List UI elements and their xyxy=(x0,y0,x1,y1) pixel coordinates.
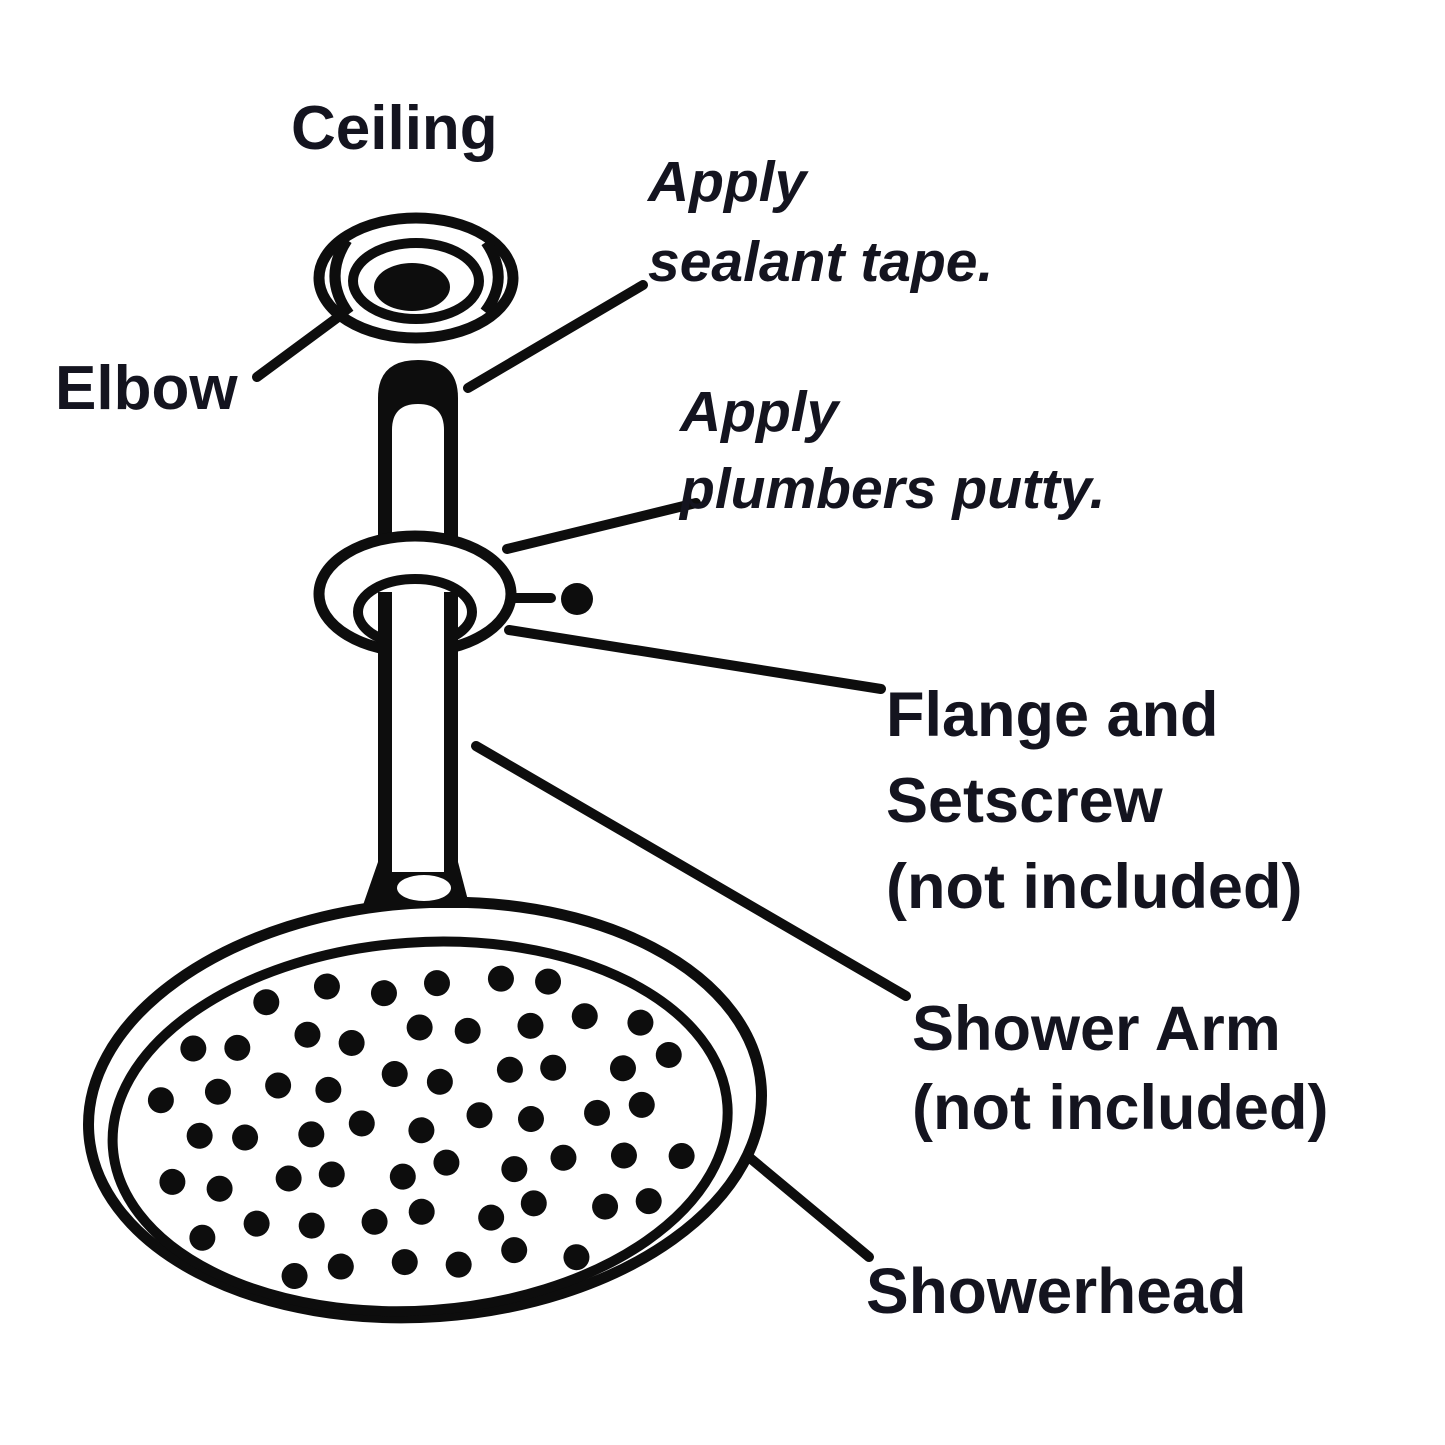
nozzle-dot xyxy=(406,1014,433,1041)
apply-plumbers-putty-line1: Apply xyxy=(680,380,839,444)
showerhead-drawing xyxy=(83,896,767,1324)
nozzle-dot xyxy=(232,1124,259,1151)
showerhead-label: Showerhead xyxy=(866,1255,1247,1327)
apply-sealant-tape-line1: Apply xyxy=(648,150,807,214)
arm-connector-drawing xyxy=(362,862,470,908)
nozzle-dot xyxy=(478,1204,505,1231)
nozzle-dot xyxy=(186,1122,213,1149)
nozzle-dot xyxy=(635,1188,662,1215)
apply-sealant-tape-label: Apply sealant tape. xyxy=(648,142,993,302)
nozzle-dot xyxy=(550,1144,577,1171)
setscrew-drawing xyxy=(507,583,593,615)
nozzle-dot xyxy=(370,980,397,1007)
apply-sealant-tape-line2: sealant tape. xyxy=(648,230,994,294)
nozzle-dot xyxy=(313,973,340,1000)
nozzle-dot xyxy=(520,1190,547,1217)
elbow-opening xyxy=(374,263,450,311)
nozzle-dot xyxy=(610,1142,637,1169)
nozzle-dot xyxy=(180,1035,207,1062)
leader-line-elbow xyxy=(252,307,350,382)
nozzle-dot xyxy=(243,1210,270,1237)
nozzle-dot xyxy=(361,1208,388,1235)
nozzle-dot xyxy=(408,1198,435,1225)
nozzle-dot xyxy=(265,1072,292,1099)
nozzle-dot xyxy=(298,1121,325,1148)
nozzle-dot xyxy=(204,1078,231,1105)
nozzle-dot xyxy=(592,1193,619,1220)
nozzle-dot xyxy=(571,1003,598,1030)
nozzle-dot xyxy=(294,1021,321,1048)
ceiling-label: Ceiling xyxy=(291,94,498,163)
leader-lines xyxy=(252,280,911,1262)
nozzle-dot xyxy=(668,1143,695,1170)
nozzle-dot xyxy=(655,1041,682,1068)
nozzle-dot xyxy=(147,1087,174,1114)
flange-setscrew-label: Flange and Setscrew (not included) xyxy=(886,672,1302,930)
nozzle-dot xyxy=(584,1099,611,1126)
nozzle-dot xyxy=(609,1055,636,1082)
elbow-flange-drawing xyxy=(313,212,519,344)
elbow-label: Elbow xyxy=(55,354,238,423)
putty-flange-ring-drawing xyxy=(313,530,517,670)
nozzle-dot xyxy=(627,1009,654,1036)
nozzle-dot xyxy=(298,1212,325,1239)
leader-line-sealant-tape xyxy=(463,280,648,393)
nozzle-dot xyxy=(426,1068,453,1095)
shower-arm-label: Shower Arm (not included) xyxy=(912,990,1328,1148)
flange-setscrew-line2: Setscrew xyxy=(886,766,1163,836)
nozzle-dot xyxy=(381,1061,408,1088)
nozzle-dot xyxy=(275,1165,302,1192)
nozzle-dot xyxy=(487,965,514,992)
nozzle-dot xyxy=(628,1091,655,1118)
nozzle-dot xyxy=(224,1034,251,1061)
nozzle-dot xyxy=(206,1175,233,1202)
shower-nozzle-dots xyxy=(147,965,695,1290)
nozzle-dot xyxy=(159,1168,186,1195)
shower-arm-line2: (not included) xyxy=(912,1073,1329,1143)
shower-arm-line1: Shower Arm xyxy=(912,994,1281,1064)
nozzle-dot xyxy=(391,1249,418,1276)
nozzle-dot xyxy=(496,1056,523,1083)
nozzle-dot xyxy=(517,1012,544,1039)
nozzle-dot xyxy=(535,968,562,995)
nozzle-dot xyxy=(454,1017,481,1044)
nozzle-dot xyxy=(563,1244,590,1271)
leader-line-flange-setscrew xyxy=(504,625,886,694)
nozzle-dot xyxy=(338,1029,365,1056)
nozzle-dot xyxy=(189,1224,216,1251)
nozzle-dot xyxy=(408,1117,435,1144)
leader-line-shower-arm xyxy=(471,741,911,1001)
flange-setscrew-line1: Flange and xyxy=(886,680,1219,750)
nozzle-dot xyxy=(517,1106,544,1133)
nozzle-dot xyxy=(501,1237,528,1264)
nozzle-dot xyxy=(389,1163,416,1190)
nozzle-dot xyxy=(466,1102,493,1129)
nozzle-dot xyxy=(318,1161,345,1188)
nozzle-dot xyxy=(501,1156,528,1183)
flange-setscrew-line3: (not included) xyxy=(886,852,1303,922)
nozzle-dot xyxy=(348,1110,375,1137)
nozzle-dot xyxy=(540,1054,567,1081)
setscrew-dot xyxy=(561,583,593,615)
nozzle-dot xyxy=(445,1251,472,1278)
nozzle-dot xyxy=(327,1253,354,1280)
leader-line-showerhead xyxy=(739,1148,874,1262)
nozzle-dot xyxy=(423,970,450,997)
nozzle-dot xyxy=(281,1263,308,1290)
nozzle-dot xyxy=(253,989,280,1016)
nozzle-dot xyxy=(315,1076,342,1103)
apply-plumbers-putty-line2: plumbers putty. xyxy=(680,457,1106,521)
apply-plumbers-putty-label: Apply plumbers putty. xyxy=(680,374,1105,528)
leader-line-plumbers-putty xyxy=(502,498,701,554)
nozzle-dot xyxy=(433,1149,460,1176)
